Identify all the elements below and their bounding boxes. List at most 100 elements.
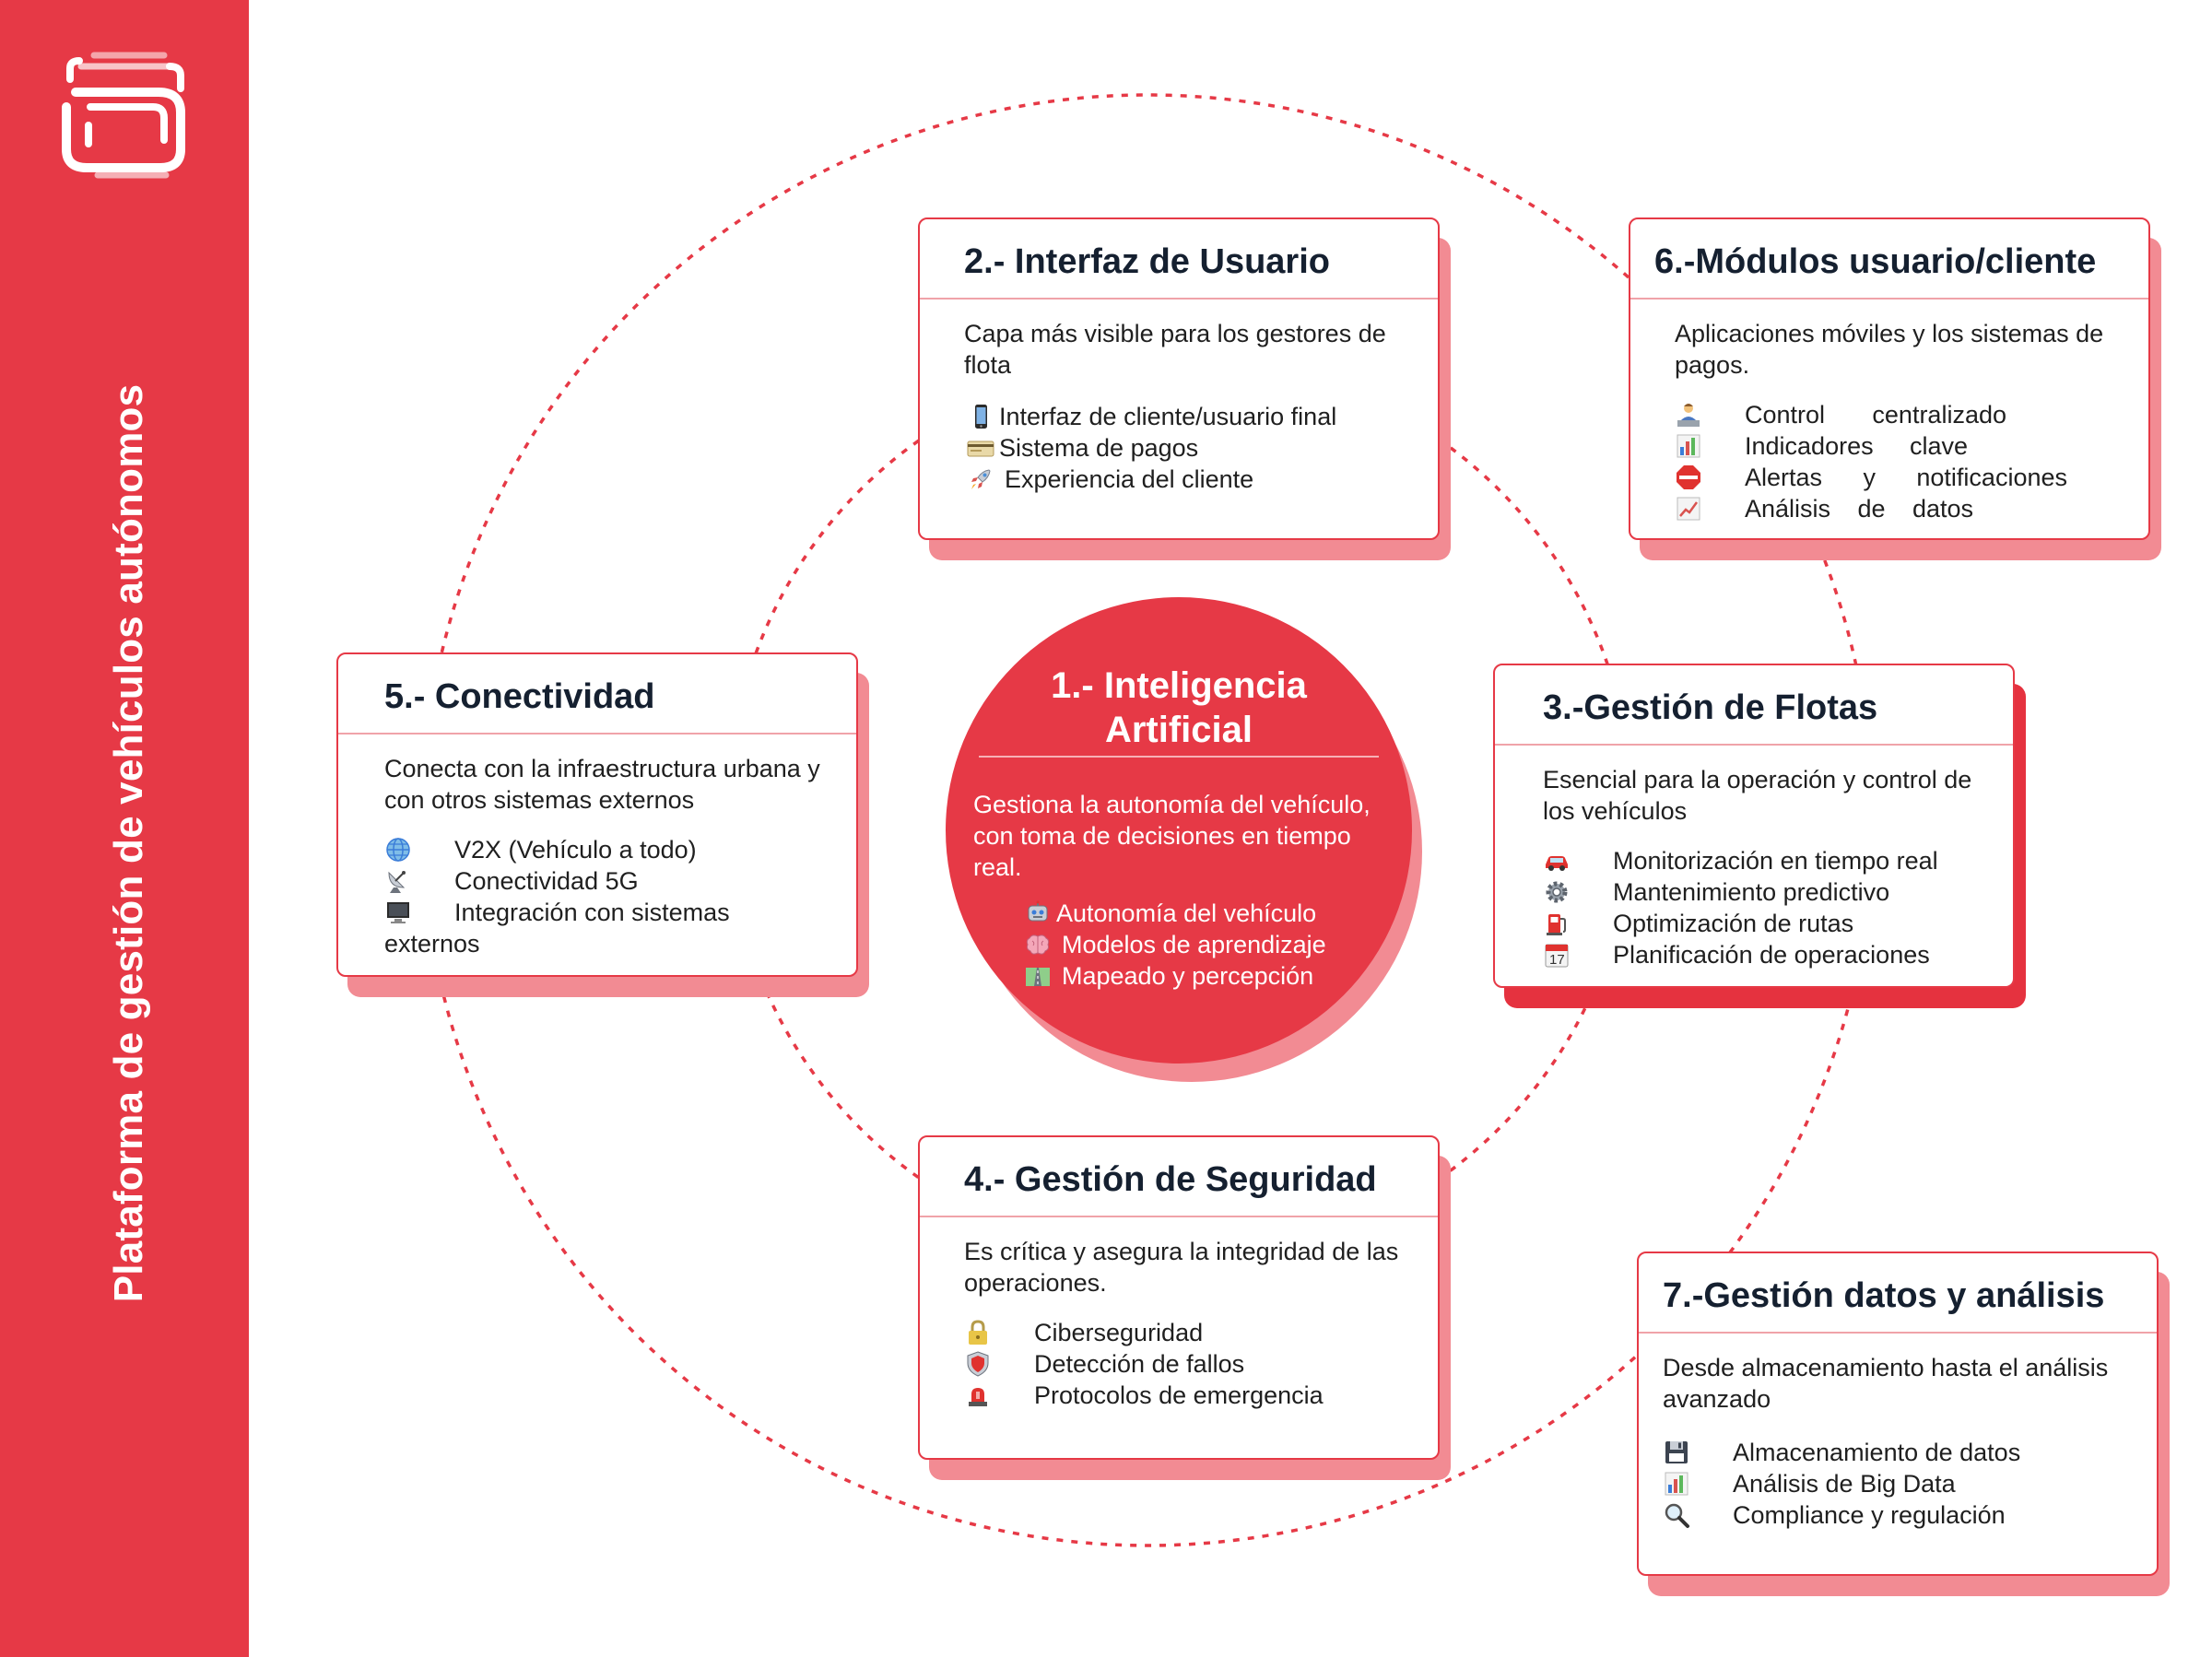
- calendar-day-badge: 17: [1549, 952, 1565, 968]
- list-item: Ciberseguridad: [964, 1317, 1438, 1348]
- item-label: Monitorización en tiempo real: [1613, 846, 1938, 875]
- item-word: Análisis: [1745, 494, 1831, 523]
- card-description: Esencial para la operación y control de …: [1543, 766, 1972, 825]
- item-label: Almacenamiento de datos: [1733, 1438, 2021, 1466]
- item-word: de: [1857, 494, 1886, 523]
- list-item: Sistema de pagos: [964, 432, 1438, 464]
- rocket-icon: [964, 464, 997, 495]
- item-label: Control centralizado: [1745, 401, 2067, 429]
- road-icon: [1021, 960, 1054, 992]
- card-items: Control centralizado Indicadores clave: [1630, 399, 2148, 524]
- satellite-dish-icon: [384, 865, 454, 897]
- list-item: Almacenamiento de datos: [1663, 1437, 2157, 1468]
- bar-chart-icon: [1675, 430, 1745, 462]
- card-items: Ciberseguridad Detección de fallos Proto…: [920, 1317, 1438, 1411]
- item-label: Detección de fallos: [1034, 1349, 1245, 1378]
- item-label: Experiencia del cliente: [1005, 464, 1254, 493]
- list-item: Mantenimiento predictivo: [1543, 876, 2013, 908]
- globe-icon: [384, 834, 454, 865]
- item-label: Interfaz de cliente/usuario final: [999, 402, 1337, 430]
- list-item: Interfaz de cliente/usuario final: [964, 401, 1438, 432]
- shield-icon: [964, 1348, 1034, 1380]
- list-item: Indicadores clave: [1675, 430, 2148, 462]
- list-item: Compliance y regulación: [1663, 1499, 2157, 1531]
- item-label: Análisis de Big Data: [1733, 1469, 1956, 1498]
- card-body: 7.-Gestión datos y análisis Desde almace…: [1637, 1252, 2159, 1576]
- item-label: Autonomía del vehículo: [1056, 899, 1317, 927]
- card-header: 2.- Interfaz de Usuario: [920, 219, 1438, 300]
- card-description: Aplicaciones móviles y los sistemas de p…: [1675, 320, 2104, 379]
- item-label: Mantenimiento predictivo: [1613, 877, 1890, 906]
- card-title: 3.-Gestión de Flotas: [1543, 688, 1878, 727]
- card-gestion-seguridad: 4.- Gestión de Seguridad Es crítica y as…: [918, 1135, 1451, 1480]
- center-title: 1.- Inteligencia Artificial: [946, 664, 1412, 752]
- person-at-desk-icon: [1675, 399, 1745, 430]
- list-item: Análisis de Big Data: [1663, 1468, 2157, 1499]
- center-items: Autonomía del vehículo Modelos de aprend…: [1021, 898, 1326, 992]
- bar-chart-icon: [1663, 1468, 1733, 1499]
- item-label: Compliance y regulación: [1733, 1500, 2006, 1529]
- card-header: 7.-Gestión datos y análisis: [1639, 1253, 2157, 1334]
- list-item: Integración con sistemas externos: [384, 897, 856, 959]
- item-label: Alertas y notificaciones: [1745, 464, 2067, 492]
- fuel-pump-icon: [1543, 908, 1613, 939]
- list-item: Optimización de rutas: [1543, 908, 2013, 939]
- card-items: Almacenamiento de datos Análisis de Big …: [1639, 1437, 2157, 1531]
- card-modulos-usuario: 6.-Módulos usuario/cliente Aplicaciones …: [1629, 217, 2161, 560]
- card-body: 5.- Conectividad Conecta con la infraest…: [336, 652, 858, 977]
- item-label: Sistema de pagos: [999, 433, 1199, 462]
- siren-icon: [964, 1380, 1034, 1411]
- brain-icon: [1021, 929, 1054, 960]
- list-item: Protocolos de emergencia: [964, 1380, 1438, 1411]
- line-chart-icon: [1675, 493, 1745, 524]
- center-title-text: 1.- Inteligencia Artificial: [1051, 665, 1307, 750]
- list-item: Monitorización en tiempo real: [1543, 845, 2013, 876]
- card-body: 6.-Módulos usuario/cliente Aplicaciones …: [1629, 217, 2150, 540]
- card-items: Monitorización en tiempo real Mantenimie…: [1495, 845, 2013, 970]
- center-divider: [979, 756, 1379, 758]
- item-label: V2X (Vehículo a todo): [454, 835, 697, 864]
- car-icon: [1543, 845, 1613, 876]
- card-header: 4.- Gestión de Seguridad: [920, 1137, 1438, 1217]
- card-items: Interfaz de cliente/usuario final Sistem…: [920, 401, 1438, 495]
- lock-icon: [964, 1317, 1034, 1348]
- item-label: Análisis de datos: [1745, 495, 2067, 523]
- list-item: Experiencia del cliente: [964, 464, 1438, 495]
- list-item: Autonomía del vehículo: [1021, 898, 1326, 929]
- card-body: 4.- Gestión de Seguridad Es crítica y as…: [918, 1135, 1440, 1460]
- credit-card-icon: [964, 432, 997, 464]
- card-title: 7.-Gestión datos y análisis: [1663, 1276, 2105, 1315]
- gear-icon: [1543, 876, 1613, 908]
- magnifier-icon: [1663, 1499, 1733, 1531]
- card-header: 6.-Módulos usuario/cliente: [1630, 219, 2148, 300]
- card-description: Es crítica y asegura la integridad de la…: [964, 1238, 1399, 1297]
- monitor-icon: [384, 897, 454, 928]
- list-item: Conectividad 5G: [384, 865, 856, 897]
- card-gestion-flotas: 3.-Gestión de Flotas Esencial para la op…: [1493, 664, 2026, 1008]
- item-word: clave: [1909, 431, 1968, 460]
- card-title: 2.- Interfaz de Usuario: [964, 242, 1330, 281]
- item-word: datos: [1912, 494, 1973, 523]
- list-item: Análisis de datos: [1675, 493, 2148, 524]
- item-word: Alertas: [1745, 463, 1823, 491]
- platform-title: Plataforma de gestión de vehículos autón…: [106, 383, 151, 1303]
- center-inteligencia-artificial: 1.- Inteligencia Artificial Gestiona la …: [946, 597, 1412, 1064]
- list-item: 17 Planificación de operaciones: [1543, 939, 2013, 970]
- item-word: y: [1863, 463, 1876, 491]
- item-label: Protocolos de emergencia: [1034, 1381, 1324, 1409]
- card-gestion-datos: 7.-Gestión datos y análisis Desde almace…: [1637, 1252, 2170, 1596]
- card-interfaz-usuario: 2.- Interfaz de Usuario Capa más visible…: [918, 217, 1451, 560]
- item-label: Conectividad 5G: [454, 866, 639, 895]
- item-word: Control: [1745, 400, 1826, 429]
- center-description: Gestiona la autonomía del vehículo, con …: [973, 791, 1371, 881]
- mobile-phone-icon: [964, 401, 997, 432]
- card-body: 2.- Interfaz de Usuario Capa más visible…: [918, 217, 1440, 540]
- list-item: V2X (Vehículo a todo): [384, 834, 856, 865]
- sidebar-banner: Plataforma de gestión de vehículos autón…: [0, 0, 249, 1657]
- item-label: Integración con sistemas externos: [384, 899, 730, 958]
- card-items: V2X (Vehículo a todo) Conectividad 5G In…: [338, 834, 856, 959]
- card-header: 5.- Conectividad: [338, 654, 856, 734]
- list-item: Alertas y notificaciones: [1675, 462, 2148, 493]
- card-header: 3.-Gestión de Flotas: [1495, 665, 2013, 746]
- item-label: Mapeado y percepción: [1062, 961, 1314, 990]
